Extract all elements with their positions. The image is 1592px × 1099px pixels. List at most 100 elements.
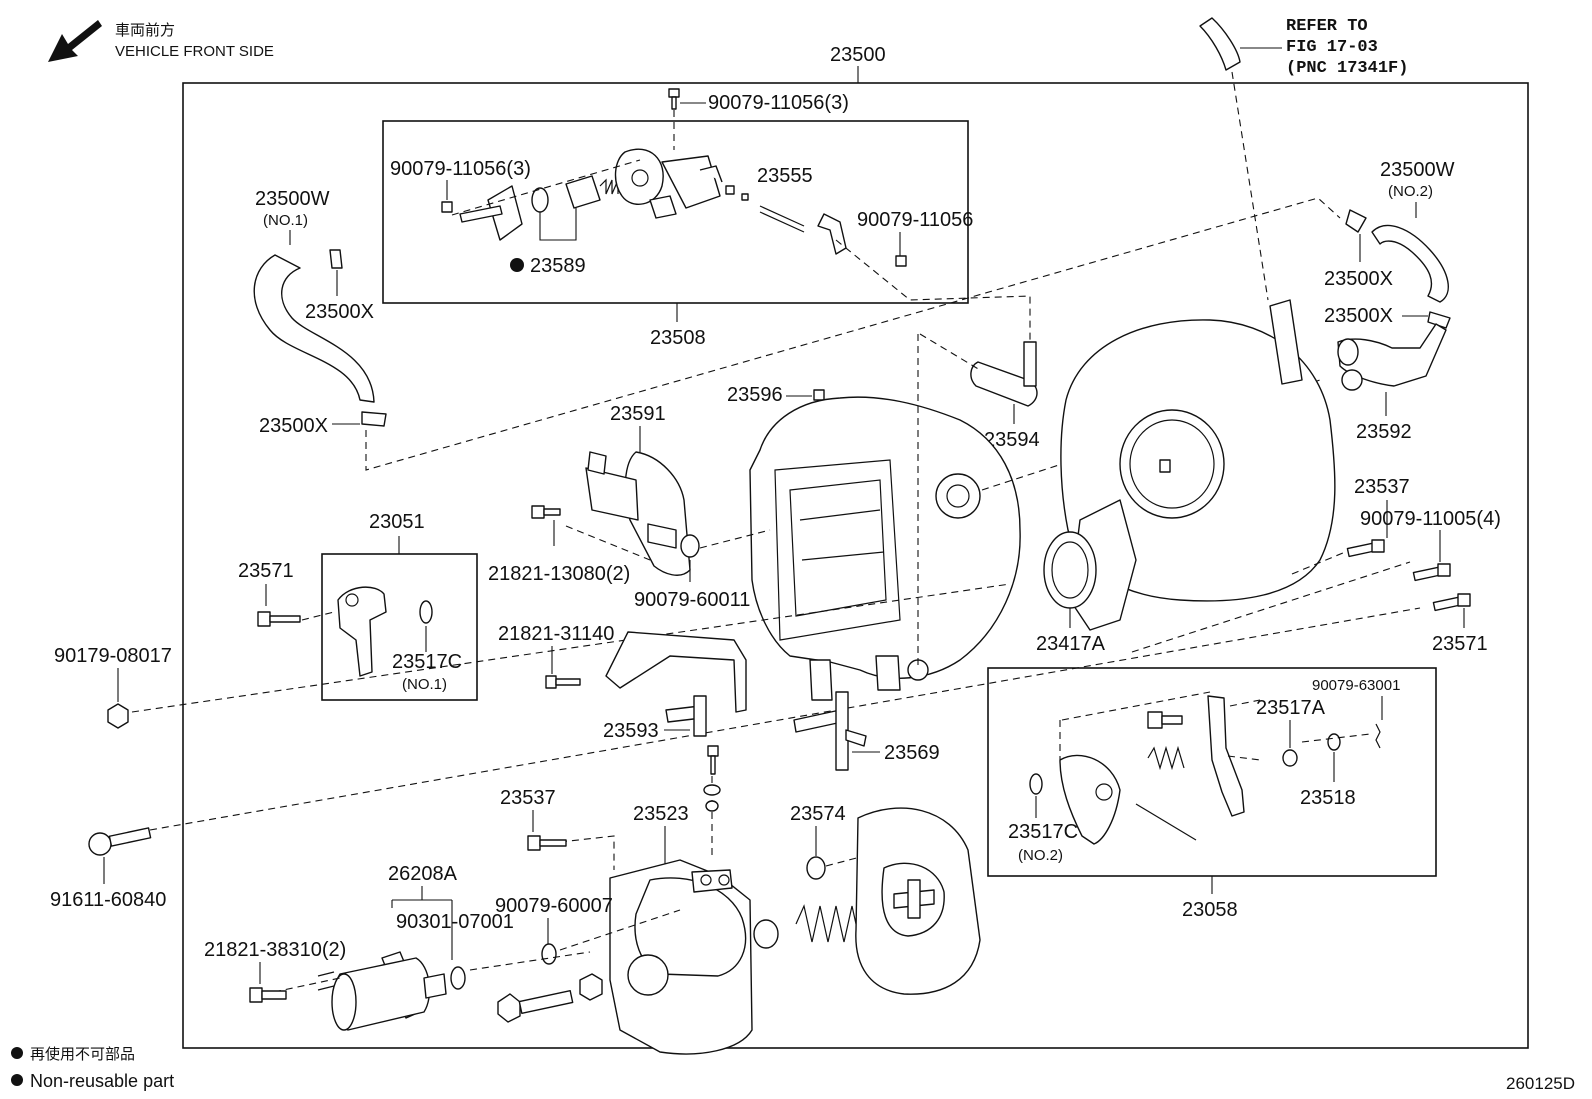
bolt-icon xyxy=(441,201,453,213)
long-bolt-icon xyxy=(497,990,574,1023)
label-21821-38310-2: 21821-38310(2) xyxy=(204,939,346,961)
bolt-icon xyxy=(1412,563,1451,582)
spring-icon xyxy=(1147,745,1185,771)
valve-cylinder-icon xyxy=(565,175,601,209)
bolt-icon xyxy=(257,611,301,627)
legend-dot-icon xyxy=(11,1047,23,1059)
label-23500: 23500 xyxy=(830,44,886,66)
label-23051: 23051 xyxy=(369,511,425,533)
label-23417A: 23417A xyxy=(1036,633,1106,655)
label-23500X-c: 23500X xyxy=(1324,268,1393,290)
cam-plate-icon xyxy=(1059,754,1121,845)
label-23571-b: 23571 xyxy=(1432,633,1488,655)
label-90079-60011: 90079-60011 xyxy=(634,589,750,611)
tee-fitting-icon xyxy=(793,691,867,771)
label-90079-63001: 90079-63001 xyxy=(1312,677,1400,694)
o-ring-icon xyxy=(1029,773,1043,795)
refer-line-2: FIG 17-03 xyxy=(1286,38,1378,57)
small-nut-icon xyxy=(725,185,749,201)
diaphragm-plate-icon xyxy=(459,185,523,241)
hose-no1-icon xyxy=(253,254,375,403)
cover-plate-icon xyxy=(1060,299,1336,602)
label-23571-a: 23571 xyxy=(238,560,294,582)
spring-icon xyxy=(795,904,861,943)
legend-dot-icon xyxy=(11,1074,23,1086)
clip-icon xyxy=(1327,733,1341,751)
label-90079-11056-3-left: 90079-11056(3) xyxy=(390,158,531,180)
label-23555: 23555 xyxy=(757,165,813,187)
bracket-icon xyxy=(817,213,847,255)
label-90079-11005-4: 90079-11005(4) xyxy=(1360,508,1501,530)
nut-icon xyxy=(107,703,129,729)
label-23500X-a: 23500X xyxy=(305,301,374,323)
o-ring-icon xyxy=(806,856,826,880)
o-ring-icon xyxy=(541,943,557,965)
label-23537-b: 23537 xyxy=(500,787,556,809)
bolt-icon xyxy=(1346,539,1385,558)
clamp-icon xyxy=(1345,209,1367,233)
bolt-icon xyxy=(668,88,680,110)
bolt-icon xyxy=(249,987,287,1003)
label-23591: 23591 xyxy=(610,403,666,425)
clamp-icon xyxy=(329,249,343,269)
label-90079-11056: 90079-11056 xyxy=(857,209,973,231)
label-23518: 23518 xyxy=(1300,787,1356,809)
washer-icon xyxy=(703,784,721,812)
o-ring-icon xyxy=(680,534,700,558)
lever-icon xyxy=(337,586,387,677)
plug-icon xyxy=(813,389,825,401)
label-90179-08017: 90179-08017 xyxy=(54,645,172,667)
label-23500X-b: 23500X xyxy=(259,415,328,437)
bolt-icon xyxy=(895,255,907,267)
diaphragm-cover-icon xyxy=(855,807,981,995)
label-23058: 23058 xyxy=(1182,899,1238,921)
spring-icon xyxy=(599,178,619,195)
throttle-lever-icon xyxy=(1207,695,1245,817)
label-23500W-no2: 23500W xyxy=(1380,159,1455,181)
vehicle-front-arrow-icon xyxy=(48,20,102,62)
vent-hose-icon xyxy=(1199,17,1241,71)
lower-housing-icon xyxy=(609,859,753,1055)
label-23500W-no1: 23500W xyxy=(255,188,330,210)
label-no2-oring: (NO.2) xyxy=(1018,847,1063,864)
subassembly-frame-23508 xyxy=(382,120,969,304)
o-ring-icon xyxy=(1282,749,1298,767)
legend-jp: 再使用不可部品 xyxy=(30,1046,135,1063)
orientation-jp: 車両前方 xyxy=(115,22,175,39)
label-21821-13080-2: 21821-13080(2) xyxy=(488,563,630,585)
elbow-fitting-icon xyxy=(970,341,1038,407)
gasket-icon xyxy=(1043,499,1137,631)
figure-code: 260125D xyxy=(1506,1074,1575,1093)
bolt-icon xyxy=(707,745,719,775)
solenoid-icon xyxy=(317,951,447,1031)
label-23537-a: 23537 xyxy=(1354,476,1410,498)
refer-line-3: (PNC 17341F) xyxy=(1286,59,1408,78)
label-23508: 23508 xyxy=(650,327,706,349)
nut-icon xyxy=(579,973,603,1001)
refer-line-1: REFER TO xyxy=(1286,17,1368,36)
bolt-icon xyxy=(531,505,561,519)
clamp-icon xyxy=(361,411,387,427)
label-23594: 23594 xyxy=(984,429,1040,451)
seal-icon xyxy=(753,919,779,949)
bolt-icon xyxy=(1432,593,1471,612)
label-23517A: 23517A xyxy=(1256,697,1326,719)
bolt-icon xyxy=(545,675,581,689)
label-23589: 23589 xyxy=(530,255,586,277)
valve-body-icon xyxy=(614,148,723,219)
o-ring-icon xyxy=(419,600,433,624)
clamp-icon xyxy=(1427,311,1451,329)
label-23593: 23593 xyxy=(603,720,659,742)
orientation-en: VEHICLE FRONT SIDE xyxy=(115,43,274,60)
inlet-pipe-icon xyxy=(1337,323,1447,391)
stud-bolt-icon xyxy=(759,205,805,233)
legend-en: Non-reusable part xyxy=(30,1071,174,1091)
label-23517C-no1: 23517C xyxy=(392,651,462,673)
mounting-bracket-icon xyxy=(605,631,747,713)
o-ring-icon xyxy=(450,966,466,990)
label-91611-60840: 91611-60840 xyxy=(50,889,166,911)
label-23523: 23523 xyxy=(633,803,689,825)
label-23596: 23596 xyxy=(727,384,783,406)
label-no2-hose: (NO.2) xyxy=(1388,183,1433,200)
